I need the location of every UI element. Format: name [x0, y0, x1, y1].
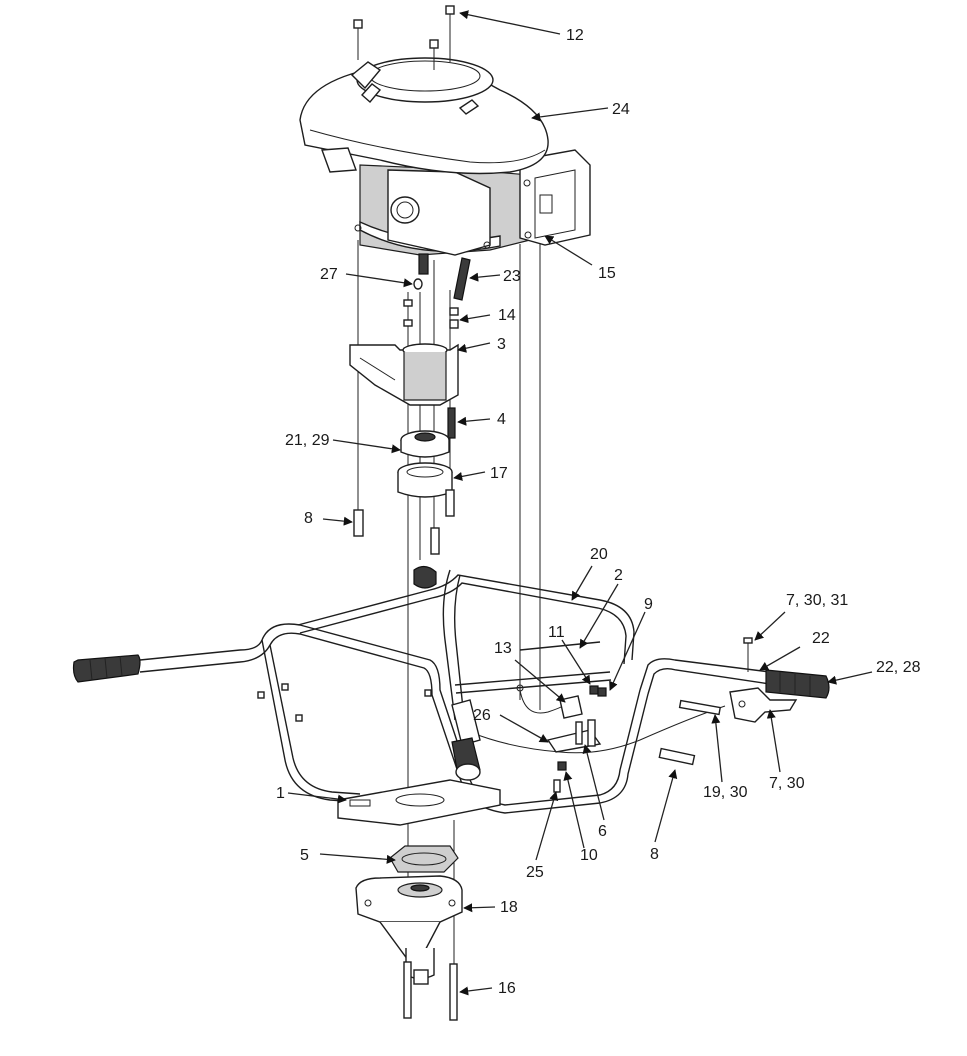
small-parts-upper [403, 253, 471, 329]
callout-13: 13 [494, 640, 512, 657]
frame-bolts [257, 683, 432, 722]
callout-10: 10 [580, 847, 598, 864]
callout-11: 11 [548, 624, 565, 641]
callout-8-right: 8 [650, 846, 659, 863]
callout-2: 2 [614, 567, 623, 584]
callout-8-left: 8 [304, 510, 313, 527]
engine-assembly [299, 57, 591, 256]
clutch-drum [397, 462, 453, 498]
callout-16: 16 [498, 980, 516, 997]
callout-26: 26 [473, 707, 491, 724]
callout-20: 20 [590, 546, 608, 563]
right-handle [639, 637, 830, 723]
callout-7-30-31: 7, 30, 31 [786, 592, 848, 609]
callout-17: 17 [490, 465, 508, 482]
left-handle [72, 639, 271, 683]
callout-25: 25 [526, 864, 544, 881]
callout-19-30: 19, 30 [703, 784, 748, 801]
drive-key [447, 407, 456, 439]
callout-24: 24 [612, 101, 630, 118]
callout-7-30: 7, 30 [769, 775, 805, 792]
callout-labels: 12 24 15 27 23 14 3 4 21, 29 17 8 20 2 9… [276, 27, 921, 997]
engine-bolts [353, 5, 455, 70]
callout-27: 27 [320, 266, 338, 283]
callout-9: 9 [644, 596, 653, 613]
callout-4: 4 [497, 411, 506, 428]
cable-fitting [678, 699, 722, 716]
long-bolts [353, 489, 455, 555]
throttle-cable [469, 705, 726, 754]
callout-1: 1 [276, 785, 285, 802]
handle-frame [261, 569, 649, 826]
callout-15: 15 [598, 265, 616, 282]
callout-leaders [287, 10, 873, 996]
gasket [389, 845, 459, 873]
gearbox [355, 875, 463, 985]
engine-mount-bracket [349, 343, 459, 406]
callout-12: 12 [566, 27, 584, 44]
drive-shaft [413, 565, 481, 781]
callout-3: 3 [497, 336, 506, 353]
callout-21-29: 21, 29 [285, 432, 330, 449]
callout-14: 14 [498, 307, 516, 324]
gearbox-bolts [403, 961, 458, 1021]
callout-18: 18 [500, 899, 518, 916]
callout-6: 6 [598, 823, 607, 840]
callout-22-28: 22, 28 [876, 659, 921, 676]
clutch-assembly [400, 430, 450, 458]
callout-5: 5 [300, 847, 309, 864]
callout-23: 23 [503, 268, 521, 285]
bolt-right [658, 747, 696, 766]
callout-22: 22 [812, 630, 830, 647]
